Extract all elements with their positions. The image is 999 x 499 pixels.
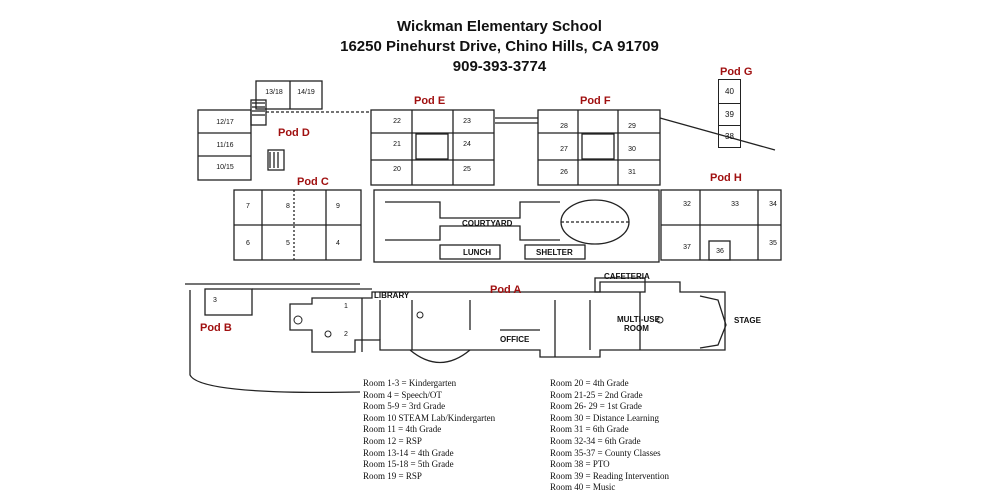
- legend-item: Room 38 = PTO: [550, 459, 610, 470]
- room-24: 24: [463, 141, 471, 148]
- room-3: 3: [213, 297, 217, 304]
- room-27: 27: [560, 146, 568, 153]
- room-5: 5: [286, 240, 290, 247]
- room-38: 38: [718, 125, 741, 148]
- room-26: 26: [560, 169, 568, 176]
- room-23: 23: [463, 118, 471, 125]
- legend-item: Room 35-37 = County Classes: [550, 447, 661, 458]
- lunch-shelter-left: [439, 244, 501, 260]
- room-4: 4: [336, 240, 340, 247]
- legend-item: Room 5-9 = 3rd Grade: [363, 401, 446, 412]
- room-29: 29: [628, 123, 636, 130]
- pod-d-upper-block: [255, 80, 323, 110]
- room-14-19: 14/19: [297, 89, 315, 96]
- room-25: 25: [463, 166, 471, 173]
- pod-b-label: Pod B: [200, 322, 232, 334]
- legend-item: Room 31 = 6th Grade: [550, 424, 629, 435]
- legend-right: Room 20 = 4th Grade Room 21-25 = 2nd Gra…: [550, 378, 669, 494]
- legend-item: Room 15-18 = 5th Grade: [363, 459, 454, 470]
- legend-item: Room 26- 29 = 1st Grade: [550, 401, 642, 412]
- courtyard-outline: [373, 189, 660, 263]
- room-2: 2: [344, 331, 348, 338]
- legend-item: Room 1-3 = Kindergarten: [363, 378, 457, 388]
- room-39: 39: [718, 103, 741, 126]
- room-10-15: 10/15: [216, 164, 234, 171]
- room-21: 21: [393, 141, 401, 148]
- legend-item: Room 10 STEAM Lab/Kindergarten: [363, 412, 496, 423]
- legend-item: Room 20 = 4th Grade: [550, 378, 629, 388]
- room-34: 34: [769, 201, 777, 208]
- legend-item: Room 13-14 = 4th Grade: [363, 447, 454, 458]
- pod-a-outline: [289, 281, 726, 358]
- room-22: 22: [393, 118, 401, 125]
- pod-e-label: Pod E: [414, 95, 446, 107]
- courtyard-label: COURTYARD: [462, 219, 513, 228]
- legend-item: Room 4 = Speech/OT: [363, 389, 442, 400]
- room-11-16: 11/16: [216, 142, 234, 149]
- school-name: Wickman Elementary School: [397, 18, 602, 35]
- pod-a-label: Pod A: [490, 284, 522, 296]
- legend-item: Room 19 = RSP: [363, 470, 422, 481]
- pod-e-building: [370, 109, 495, 186]
- room-31: 31: [628, 169, 636, 176]
- library-label: LIBRARY: [374, 291, 410, 300]
- room-label: ROOM: [624, 324, 649, 333]
- room-6: 6: [246, 240, 250, 247]
- room-28: 28: [560, 123, 568, 130]
- legend-item: Room 30 = Distance Learning: [550, 412, 660, 423]
- legend-item: Room 32-34 = 6th Grade: [550, 435, 641, 446]
- legend-item: Room 12 = RSP: [363, 435, 422, 446]
- room-1: 1: [344, 303, 348, 310]
- room-13-18: 13/18: [265, 89, 283, 96]
- room-30: 30: [628, 146, 636, 153]
- school-address: 16250 Pinehurst Drive, Chino Hills, CA 9…: [340, 38, 659, 55]
- pod-h-label: Pod H: [710, 172, 742, 184]
- pod-c-label: Pod C: [297, 176, 329, 188]
- room-37: 37: [683, 244, 691, 251]
- shelter-label: SHELTER: [536, 248, 573, 257]
- pod-d-label: Pod D: [278, 127, 310, 139]
- lunch-shelter-right: [524, 244, 586, 260]
- multi-use-label: MULTI-USE: [617, 315, 660, 324]
- room-3-building: [204, 288, 253, 316]
- stage-label: STAGE: [734, 316, 761, 325]
- room-20: 20: [393, 166, 401, 173]
- pod-f-building: [537, 109, 661, 186]
- pod-d-lower-block: [197, 109, 252, 181]
- pod-g-label: Pod G: [720, 66, 753, 78]
- legend-item: Room 39 = Reading Intervention: [550, 470, 670, 481]
- office-label: OFFICE: [500, 335, 530, 344]
- pod-f-label: Pod F: [580, 95, 611, 107]
- school-phone: 909-393-3774: [452, 58, 547, 75]
- room-36: 36: [716, 248, 724, 255]
- lunch-label: LUNCH: [463, 248, 491, 257]
- legend-item: Room 21-25 = 2nd Grade: [550, 389, 643, 400]
- room-8: 8: [286, 203, 290, 210]
- room-35: 35: [769, 240, 777, 247]
- room-7: 7: [246, 203, 250, 210]
- room-9: 9: [336, 203, 340, 210]
- room-32: 32: [683, 201, 691, 208]
- room-33: 33: [731, 201, 739, 208]
- cafeteria-label: CAFETERIA: [604, 272, 650, 281]
- room-12-17: 12/17: [216, 119, 234, 126]
- legend-left: Room 1-3 = Kindergarten Room 4 = Speech/…: [363, 378, 495, 482]
- legend-item: Room 40 = Music: [550, 482, 616, 493]
- legend-item: Room 11 = 4th Grade: [363, 424, 442, 435]
- room-40: 40: [718, 79, 741, 104]
